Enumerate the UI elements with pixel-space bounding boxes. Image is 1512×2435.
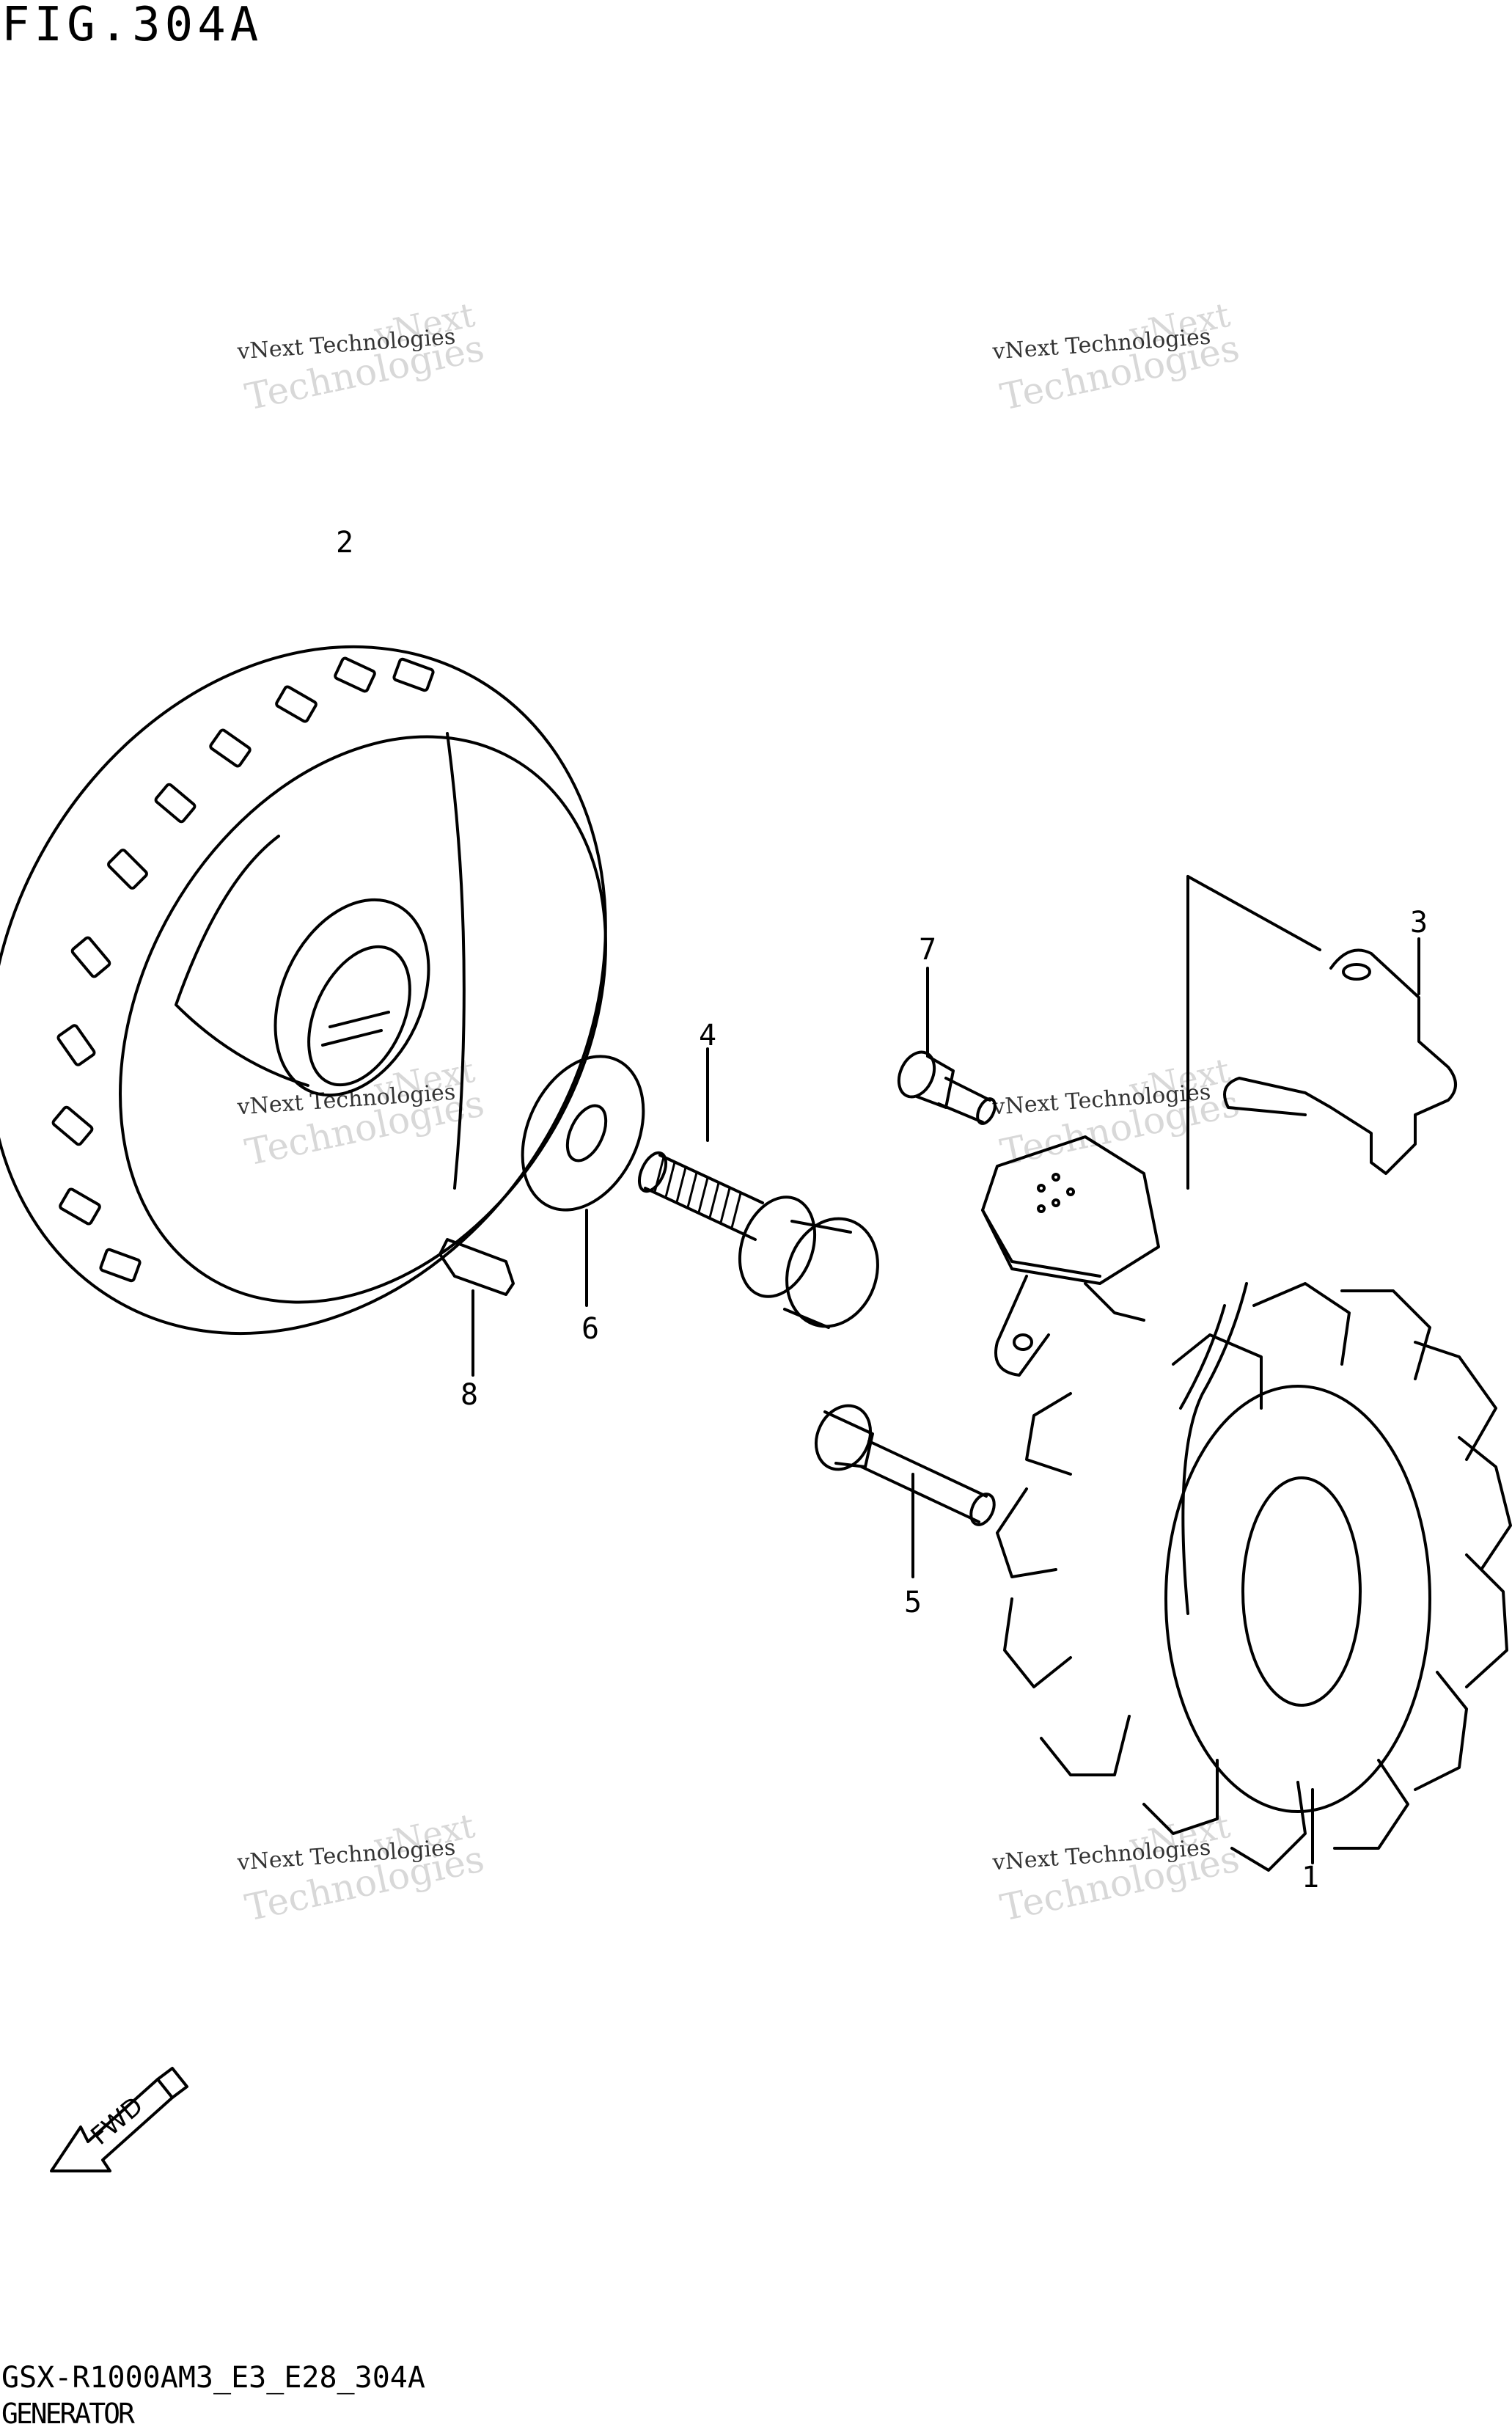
callout-2: 2 — [335, 526, 354, 560]
bolt-part-5 — [815, 1404, 996, 1578]
bolt-part-4 — [637, 1047, 879, 1329]
callout-4: 4 — [698, 1019, 717, 1052]
washer-part-6 — [521, 1055, 645, 1307]
forward-arrow-icon — [50, 2067, 188, 2172]
callout-8: 8 — [460, 1378, 479, 1412]
callout-6: 6 — [581, 1312, 600, 1346]
callout-3: 3 — [1409, 906, 1428, 940]
callout-1: 1 — [1301, 1861, 1320, 1894]
part-name: GENERATOR — [1, 2398, 135, 2430]
stator-part-1 — [981, 1135, 1512, 1872]
bracket-part-3 — [1186, 875, 1457, 1190]
bolt-part-7 — [897, 967, 997, 1125]
rotor-part-2 — [0, 645, 607, 1336]
key-part-8 — [438, 1238, 515, 1377]
figure-title: FIG.304A — [1, 0, 263, 52]
model-code: GSX-R1000AM3_E3_E28_304A — [1, 2361, 425, 2395]
callout-7: 7 — [918, 933, 937, 967]
callout-5: 5 — [903, 1586, 922, 1619]
